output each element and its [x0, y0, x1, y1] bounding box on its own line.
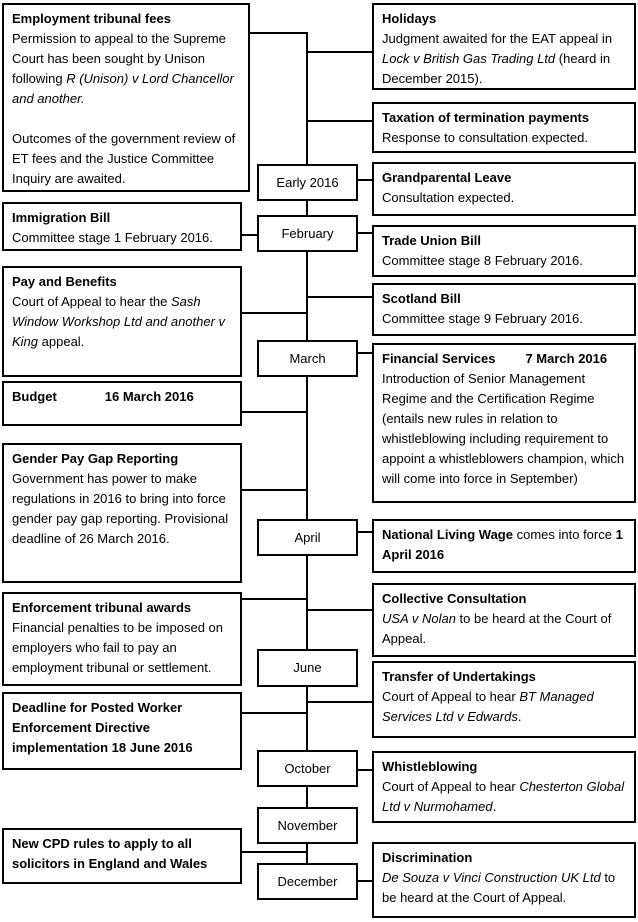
event-title: Transfer of Undertakings	[382, 669, 536, 684]
event-date: 16 March 2016	[104, 389, 194, 404]
event-body: Consultation expected.	[382, 190, 515, 205]
event-box-trade-union-bill: Trade Union Bill Committee stage 8 Febru…	[372, 225, 636, 277]
event-title: New CPD rules to apply to all solicitors…	[12, 836, 208, 871]
month-box-december: December	[257, 863, 358, 900]
event-box-immigration-bill: Immigration Bill Committee stage 1 Febru…	[2, 202, 242, 251]
connector-posted-worker	[242, 712, 307, 714]
event-title: Taxation of termination payments	[382, 110, 590, 125]
connector-budget	[242, 411, 307, 413]
event-box-holidays: Holidays Judgment awaited for the EAT ap…	[372, 3, 636, 90]
event-box-employment-tribunal-fees: Employment tribunal fees Permission to a…	[2, 3, 250, 192]
event-title: Holidays	[382, 11, 437, 26]
event-body: Court of Appeal to hear the Sash Window …	[12, 294, 226, 349]
event-title: Scotland Bill	[382, 291, 461, 306]
event-body: Permission to appeal to the Supreme Cour…	[12, 31, 234, 106]
event-box-posted-worker-deadline: Deadline for Posted Worker Enforcement D…	[2, 692, 242, 770]
event-body: Judgment awaited for the EAT appeal in L…	[382, 31, 613, 86]
connector-enforcement	[242, 598, 307, 600]
connector-collective	[307, 609, 372, 611]
connector-grandparental	[358, 179, 372, 181]
month-box-october: October	[257, 750, 358, 787]
month-box-april: April	[257, 519, 358, 556]
event-body: Outcomes of the government review of ET …	[12, 131, 236, 186]
month-box-early-2016: Early 2016	[257, 164, 358, 201]
event-body: Financial penalties to be imposed on emp…	[12, 620, 224, 675]
month-box-june: June	[257, 649, 358, 687]
event-body: Introduction of Senior Management Regime…	[382, 371, 625, 486]
connector-financial	[358, 352, 372, 354]
event-body: National Living Wage comes into force 1 …	[382, 527, 623, 562]
event-title: Employment tribunal fees	[12, 11, 171, 26]
event-box-grandparental-leave: Grandparental Leave Consultation expecte…	[372, 162, 636, 216]
connector-discrimination	[358, 880, 372, 882]
connector-trade-union	[358, 232, 372, 234]
event-title: Gender Pay Gap Reporting	[12, 451, 179, 466]
connector-whistleblowing	[358, 769, 372, 771]
event-body: Government has power to make regulations…	[12, 471, 229, 546]
event-body: Court of Appeal to hear BT Managed Servi…	[382, 689, 594, 724]
event-body: Response to consultation expected.	[382, 130, 588, 145]
event-title: Deadline for Posted Worker Enforcement D…	[12, 700, 193, 755]
timeline-spine	[306, 32, 308, 866]
event-box-discrimination: Discrimination De Souza v Vinci Construc…	[372, 842, 636, 918]
month-box-february: February	[257, 215, 358, 252]
event-box-transfer-of-undertakings: Transfer of Undertakings Court of Appeal…	[372, 661, 636, 738]
connector-taxation	[307, 120, 372, 122]
connector-employment	[250, 32, 307, 34]
event-title: Immigration Bill	[12, 210, 111, 225]
event-title: Grandparental Leave	[382, 170, 512, 185]
month-box-november: November	[257, 807, 358, 844]
event-title: Discrimination	[382, 850, 473, 865]
event-box-gender-pay-gap: Gender Pay Gap Reporting Government has …	[2, 443, 242, 583]
connector-pay-benefits	[242, 312, 307, 314]
event-box-pay-and-benefits: Pay and Benefits Court of Appeal to hear…	[2, 266, 242, 377]
event-box-whistleblowing: Whistleblowing Court of Appeal to hear C…	[372, 751, 636, 823]
connector-immigration	[242, 234, 257, 236]
connector-gender-pay	[242, 489, 307, 491]
event-body: USA v Nolan to be heard at the Court of …	[382, 611, 612, 646]
event-box-national-living-wage: National Living Wage comes into force 1 …	[372, 519, 636, 573]
event-date: 7 March 2016	[525, 351, 608, 366]
event-title: Trade Union Bill	[382, 233, 481, 248]
event-title: Enforcement tribunal awards	[12, 600, 192, 615]
event-box-new-cpd-rules: New CPD rules to apply to all solicitors…	[2, 828, 242, 884]
connector-scotland	[307, 296, 372, 298]
event-box-collective-consultation: Collective Consultation USA v Nolan to b…	[372, 583, 636, 657]
connector-cpd	[242, 851, 307, 853]
month-box-march: March	[257, 340, 358, 377]
event-body: Court of Appeal to hear Chesterton Globa…	[382, 779, 625, 814]
connector-holidays	[307, 51, 372, 53]
connector-tupe	[307, 701, 372, 703]
event-title: Whistleblowing	[382, 759, 478, 774]
event-box-enforcement-tribunal-awards: Enforcement tribunal awards Financial pe…	[2, 592, 242, 686]
event-body: Committee stage 1 February 2016.	[12, 230, 213, 245]
event-box-scotland-bill: Scotland Bill Committee stage 9 February…	[372, 283, 636, 336]
connector-nlw	[358, 531, 372, 533]
paragraph-gap	[12, 109, 240, 129]
event-body: Committee stage 8 February 2016.	[382, 253, 583, 268]
event-body: Committee stage 9 February 2016.	[382, 311, 583, 326]
event-title: Pay and Benefits	[12, 274, 117, 289]
event-body: De Souza v Vinci Construction UK Ltd to …	[382, 870, 616, 905]
event-title: Collective Consultation	[382, 591, 527, 606]
event-box-taxation-termination: Taxation of termination payments Respons…	[372, 102, 636, 153]
